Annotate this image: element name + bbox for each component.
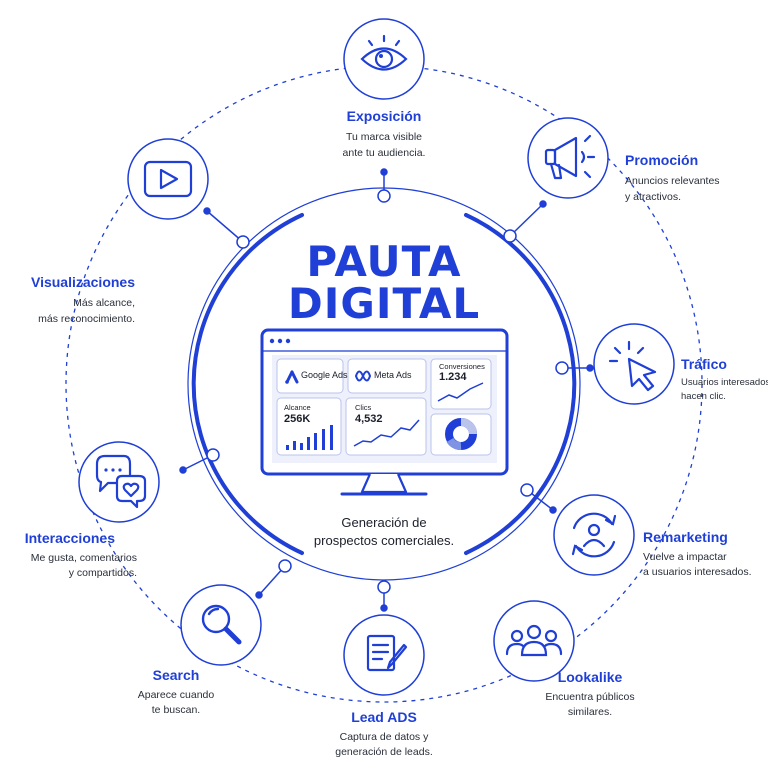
play-video-icon <box>143 160 193 198</box>
connector-dot-promocion <box>503 229 517 243</box>
interacciones-desc-line2: y compartidos. <box>68 567 137 579</box>
megaphone-icon <box>544 134 596 180</box>
search-title: Search <box>152 667 200 683</box>
google-ads-logo-icon <box>285 370 299 384</box>
exposicion-desc-line2: ante tu audiencia. <box>342 147 426 159</box>
visualizaciones-desc-line2: más reconocimiento. <box>38 313 135 325</box>
connector-dot-remarketing <box>520 483 534 497</box>
promocion-title: Promoción <box>625 152 699 168</box>
node-promocion <box>527 117 609 199</box>
promocion-desc-line2: y atractivos. <box>625 191 682 203</box>
trafico-title: Tráfico <box>681 356 727 372</box>
card-pie <box>430 413 492 456</box>
donut-chart <box>445 418 477 450</box>
trafico-desc-line2: hacen clic. <box>681 391 726 402</box>
alcance-bars <box>286 425 333 450</box>
center-title-line2: DIGITAL <box>287 279 481 328</box>
clics-trend-line <box>353 419 420 447</box>
conversiones-trend-line <box>437 382 484 402</box>
google-ads-label: Google Ads <box>301 370 348 380</box>
remarketing-desc-line2: a usuarios interesados. <box>643 566 752 578</box>
center-title-line1: PAUTA <box>306 237 462 286</box>
clics-label: Clics <box>355 403 372 412</box>
center-subtitle-line2: prospectos comerciales. <box>313 533 455 548</box>
visualizaciones-desc-line1: Más alcance, <box>73 297 135 309</box>
search-desc-line2: te buscan. <box>151 704 201 716</box>
lookalike-desc-line2: similares. <box>567 706 613 718</box>
lead-ads-desc-line1: Captura de datos y <box>339 731 429 743</box>
visualizaciones-title: Visualizaciones <box>30 274 135 290</box>
clics-value: 4,532 <box>355 413 383 425</box>
card-meta-ads <box>347 358 427 394</box>
magnifier-icon <box>201 604 242 645</box>
exposicion-desc-line1: Tu marca visible <box>345 131 423 143</box>
eye-icon <box>360 34 408 71</box>
inner-arc-left <box>191 213 304 555</box>
card-google-ads <box>276 358 344 394</box>
alcance-value: 256K <box>284 413 311 425</box>
center-subtitle-line1: Generación de <box>341 515 427 530</box>
remarketing-desc-line1: Vuelve a impactar <box>643 551 727 563</box>
connector-dot-trafico <box>555 361 569 375</box>
chat-heart-icon <box>95 454 147 509</box>
cursor-click-icon <box>608 340 657 392</box>
node-lead-ads <box>343 614 425 696</box>
meta-ads-label: Meta Ads <box>374 370 412 380</box>
connector-dot-visualizaciones <box>236 235 250 249</box>
interacciones-desc-line1: Me gusta, comentarios <box>30 552 137 564</box>
connector-dot-interacciones <box>206 448 220 462</box>
connector-dot-exposicion <box>377 189 391 203</box>
lead-ads-title: Lead ADS <box>351 709 417 725</box>
meta-logo-icon <box>354 370 372 382</box>
trafico-desc-line1: Usuarios interesados <box>681 377 768 388</box>
alcance-label: Alcance <box>284 403 311 412</box>
exposicion-title: Exposición <box>346 108 422 124</box>
form-pencil-icon <box>366 634 408 672</box>
node-visualizaciones <box>127 138 209 220</box>
promocion-desc-line1: Anuncios relevantes <box>625 175 720 187</box>
connector-dot-lead-ads <box>377 580 391 594</box>
interacciones-title: Interacciones <box>24 530 115 546</box>
search-desc-line1: Aparece cuando <box>137 689 215 701</box>
node-trafico <box>593 323 675 405</box>
lead-ads-desc-line2: generación de leads. <box>335 746 433 758</box>
lookalike-title: Lookalike <box>557 669 623 685</box>
connector-dot-search <box>278 559 292 573</box>
conversiones-value: 1.234 <box>439 371 467 383</box>
remarketing-title: Remarketing <box>643 529 728 545</box>
people-group-icon <box>505 624 563 657</box>
conversiones-label: Conversiones <box>439 362 485 371</box>
monitor <box>260 328 509 496</box>
refresh-user-icon <box>571 512 617 558</box>
lookalike-desc-line1: Encuentra públicos <box>545 691 635 703</box>
node-exposicion <box>343 18 425 100</box>
node-search <box>180 584 262 666</box>
inner-arc-right <box>464 213 577 555</box>
